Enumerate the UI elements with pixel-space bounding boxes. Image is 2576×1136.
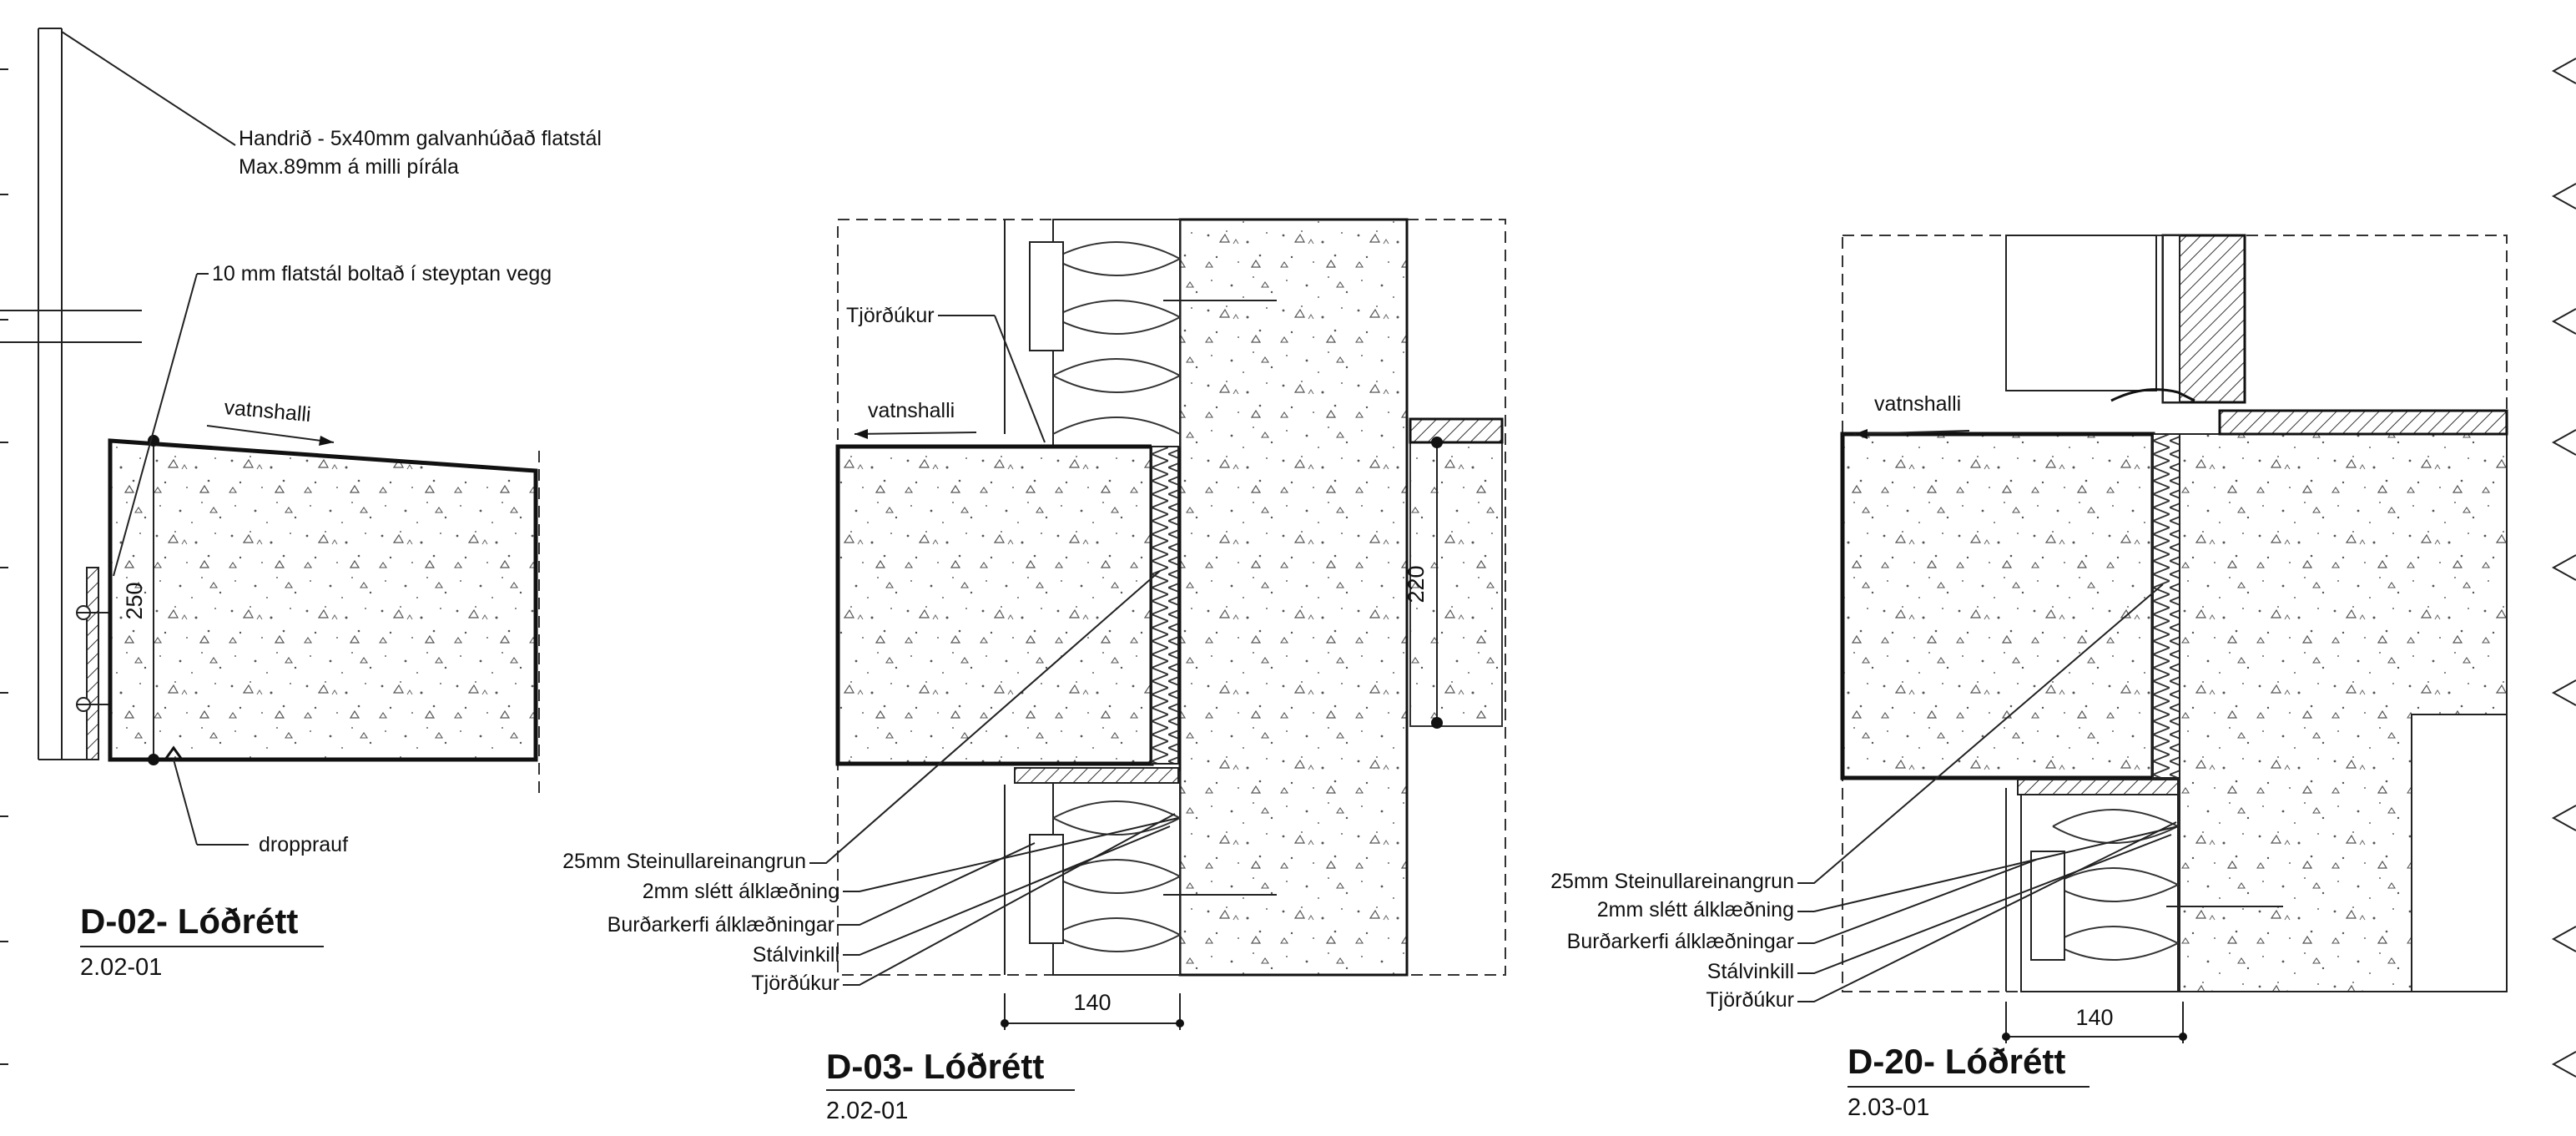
d03-concrete-wall xyxy=(1178,218,1409,977)
d03-membrane-label: Tjörðúkur xyxy=(751,972,839,995)
d02-ref: 2.02-01 xyxy=(80,954,162,981)
d03-frame-label: Burðarkerfi álklæðningar xyxy=(607,913,834,937)
d20-membrane-label: Tjörðúkur xyxy=(1706,988,1794,1012)
d02-dim-250: 250 xyxy=(122,582,147,619)
d20-cladding-label: 2mm slétt álklæðning xyxy=(1597,898,1794,921)
d20-ref: 2.03-01 xyxy=(1848,1094,1929,1121)
d20-insulation-bottom xyxy=(2005,779,2283,992)
d02-concrete-slab xyxy=(108,438,538,762)
d02-rail-label: Handrið - 5x40mm galvanhúðað flatstál xyxy=(239,127,602,150)
d03-insulation-bottom xyxy=(1004,767,1277,976)
d20-frame-label: Burðarkerfi álklæðningar xyxy=(1567,930,1794,953)
d20-slope-label: vatnshalli xyxy=(1874,392,1961,416)
d03-dim-140: 140 xyxy=(1073,990,1111,1015)
d20-title: D-20- Lóðrétt xyxy=(1848,1042,2065,1081)
d03-slope-label: vatnshalli xyxy=(868,399,955,422)
d03-insulation-label: 25mm Steinullareinangrun xyxy=(562,850,806,873)
d20-insulation-label: 25mm Steinullareinangrun xyxy=(1550,870,1794,893)
d03-angle-label: Stálvinkill xyxy=(753,943,839,967)
detail-d20: vatnshalli 140 25mm Steinullareinangrun … xyxy=(1550,234,2508,1121)
d03-title: D-03- Lóðrétt xyxy=(826,1047,1044,1086)
d02-rail-spacing-label: Max.89mm á milli pírála xyxy=(239,155,459,179)
d20-angle-label: Stálvinkill xyxy=(1707,960,1794,983)
sheet-margin-ticks xyxy=(0,68,8,1065)
drip-groove xyxy=(164,745,184,760)
d03-membrane-top-label: Tjörðúkur xyxy=(846,304,935,327)
d20-dim-140: 140 xyxy=(2075,1005,2113,1030)
d02-title: D-02- Lóðrétt xyxy=(80,901,298,941)
d03-insulation-top xyxy=(1004,219,1277,447)
d02-bar-label: 10 mm flatstál boltað í steyptan vegg xyxy=(212,262,552,285)
railing-post xyxy=(0,28,142,760)
d02-slope-label: vatnshalli xyxy=(223,396,311,427)
d03-cladding-label: 2mm slétt álklæðning xyxy=(643,880,839,903)
detail-d03: vatnshalli 220 140 Tjörðúkur 25mm Steinu… xyxy=(562,218,1506,1124)
d03-ref: 2.02-01 xyxy=(826,1098,908,1124)
sheet-margin-chevrons xyxy=(2551,58,2576,1078)
detail-d02: 250 vatnshalli Handrið - 5x40mm galvanhú… xyxy=(0,28,602,981)
d03-dim-220: 220 xyxy=(1404,565,1429,603)
d02-drip-label: dropprauf xyxy=(259,833,348,856)
d20-concrete-slab xyxy=(1840,432,2155,780)
d03-concrete-slab xyxy=(835,444,1154,766)
